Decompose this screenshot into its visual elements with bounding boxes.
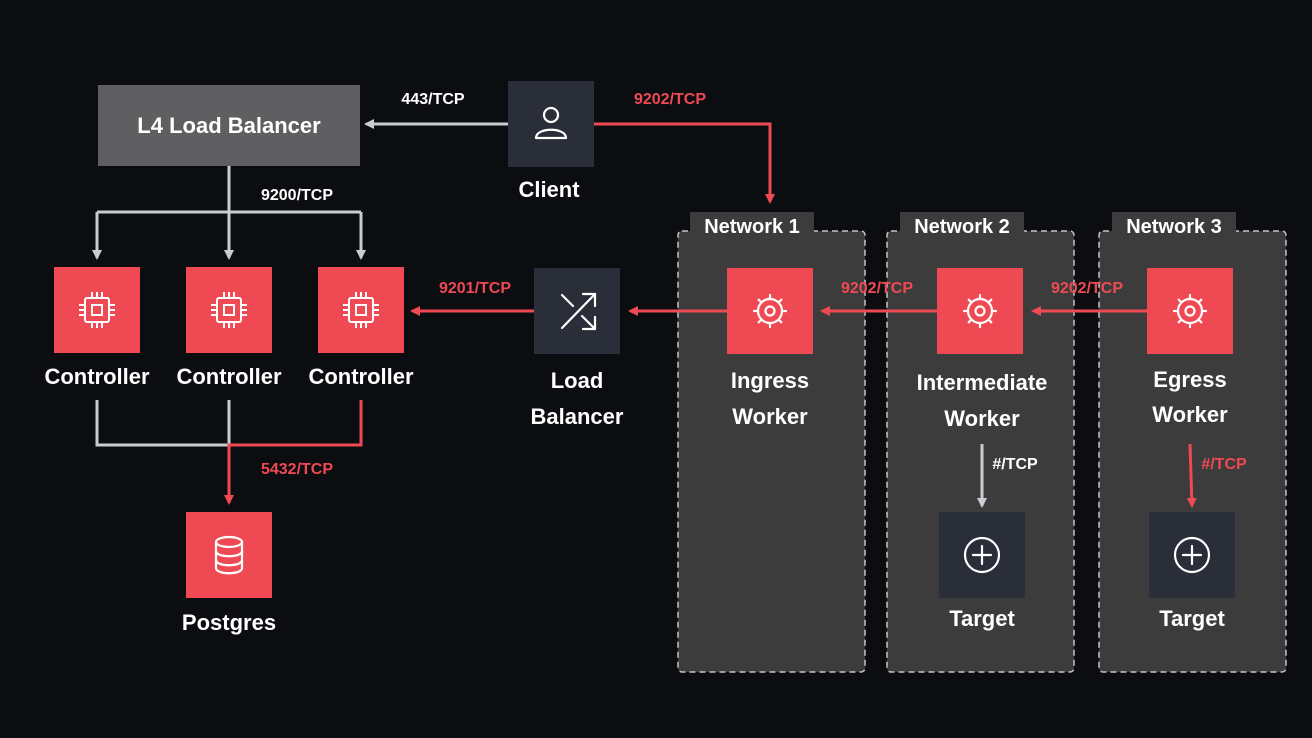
controller-1-label: Controller [44,364,150,389]
controller-2-label: Controller [176,364,282,389]
intermediate-worker-label-line1: Intermediate [917,370,1048,395]
label-hash-tcp-egress: #/TCP [1201,456,1247,473]
gear-icon [962,293,998,329]
client-node: Client [508,81,594,202]
label-hash-tcp-intermediate: #/TCP [992,456,1038,473]
edge-client-to-ingress [594,122,775,204]
cpu-icon [343,292,379,328]
controller-node-2: Controller [176,267,282,389]
shuffle-icon [560,292,597,331]
postgres-node: Postgres [182,512,276,635]
client-label: Client [518,177,580,202]
egress-worker-node: Egress Worker [1147,268,1233,427]
label-9202-client: 9202/TCP [634,91,706,108]
intermediate-worker-label-line2: Worker [944,406,1020,431]
plus-circle-icon [963,536,1001,574]
cpu-icon [79,292,115,328]
edge-controller-3-to-postgres [224,400,363,505]
load-balancer-node: Load Balancer [531,268,624,429]
cpu-icon [211,292,247,328]
target-3-label: Target [1159,606,1225,631]
gear-icon [1172,293,1208,329]
label-9201-tcp: 9201/TCP [439,280,511,297]
ingress-worker-label-line2: Worker [732,404,808,429]
postgres-label: Postgres [182,610,276,635]
plus-circle-icon [1173,536,1211,574]
ingress-worker-label-line1: Ingress [731,368,809,393]
l4-load-balancer-label: L4 Load Balancer [137,113,321,138]
l4-load-balancer-node: L4 Load Balancer [98,85,360,166]
load-balancer-label-line1: Load [551,368,604,393]
network-3-label: Network 3 [1126,216,1222,238]
controller-node-1: Controller [44,267,150,389]
network-1-container: Network 1 [677,212,866,673]
label-9202-ingress: 9202/TCP [841,280,913,297]
target-node-network-3: Target [1149,512,1235,631]
ingress-worker-node: Ingress Worker [727,268,813,429]
network-1-label: Network 1 [704,216,800,238]
gray-edges [92,119,987,508]
label-9202-egress: 9202/TCP [1051,280,1123,297]
egress-worker-label-line1: Egress [1153,367,1226,392]
intermediate-worker-node: Intermediate Worker [917,268,1048,431]
user-icon [534,106,568,140]
controller-node-3: Controller [308,267,414,389]
egress-worker-label-line2: Worker [1152,402,1228,427]
edge-egress-to-target [1186,443,1197,508]
network-2-label: Network 2 [914,216,1010,238]
target-2-label: Target [949,606,1015,631]
database-icon [214,535,244,575]
edge-controllers-1-2-to-bus [95,400,231,447]
label-443-tcp: 443/TCP [401,91,464,108]
label-5432-tcp: 5432/TCP [261,461,333,478]
target-node-network-2: Target [939,512,1025,631]
red-edges [224,122,1197,508]
label-9200-tcp: 9200/TCP [261,187,333,204]
load-balancer-label-line2: Balancer [531,404,624,429]
controller-3-label: Controller [308,364,414,389]
network-3-container: Network 3 [1098,212,1287,673]
gear-icon [752,293,788,329]
